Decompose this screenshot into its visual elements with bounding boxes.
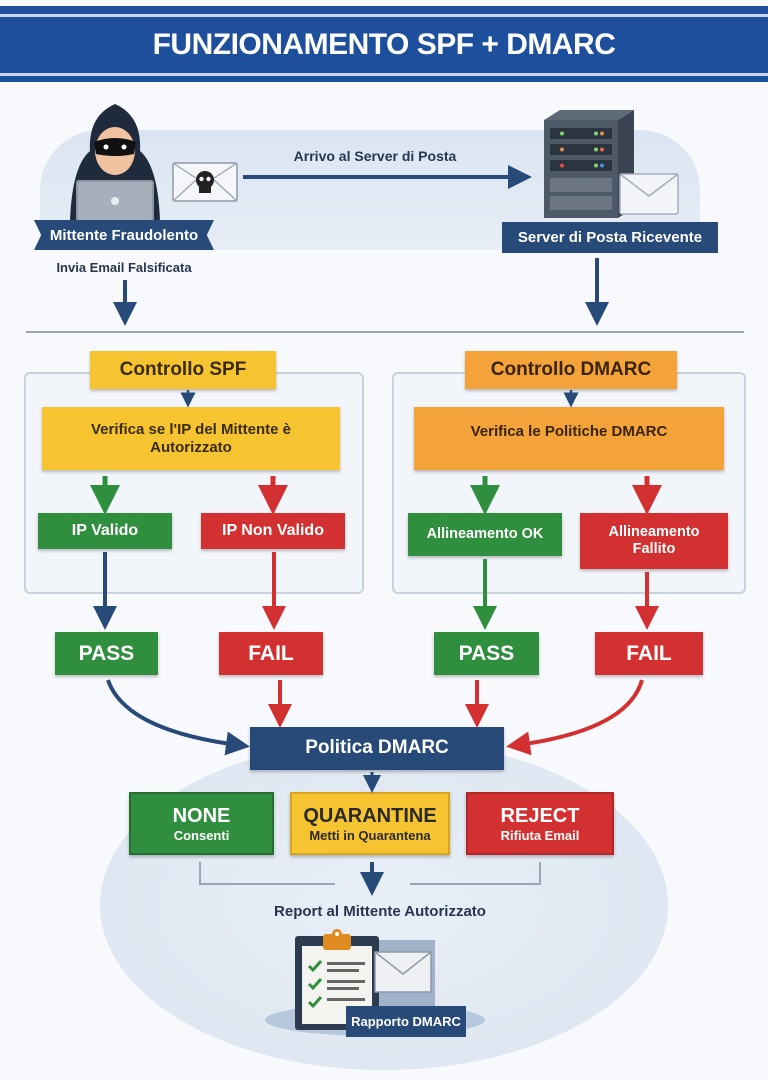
policy-quarantine-title: QUARANTINE	[303, 804, 437, 827]
policy-reject-subtitle: Rifiuta Email	[500, 827, 580, 843]
spf-header: Controllo SPF	[90, 351, 276, 389]
sender-label: Mittente Fraudolento	[49, 226, 199, 244]
spf-invalid-label: IP Non Valido	[222, 522, 324, 540]
server-label: Server di Posta Ricevente	[517, 229, 703, 246]
sender-ribbon: Mittente Fraudolento	[34, 220, 214, 250]
server-icon	[544, 110, 679, 218]
policy-none-title: NONE	[172, 804, 231, 827]
dmarc-ok-label: Allineamento OK	[426, 525, 544, 542]
page-title: FUNZIONAMENTO SPF + DMARC	[152, 28, 616, 61]
policy-reject-title: REJECT	[500, 804, 580, 827]
dmarc-ok-box: Allineamento OK	[408, 513, 562, 556]
spf-valid-label: IP Valido	[71, 522, 139, 540]
spf-check-label: Verifica se l'IP del Mittente è Autorizz…	[90, 420, 292, 456]
dmarc-failed-label: Allineamento Fallito	[608, 523, 700, 557]
dmarc-pass-box: PASS	[434, 632, 539, 675]
spf-header-label: Controllo SPF	[119, 358, 247, 380]
dmarc-pass-label: PASS	[458, 641, 515, 665]
report-label: Report al Mittente Autorizzato	[274, 903, 486, 920]
server-ribbon: Server di Posta Ricevente	[502, 222, 718, 253]
dmarc-header: Controllo DMARC	[465, 351, 677, 389]
dmarc-policy-label: Politica DMARC	[305, 737, 449, 759]
spf-fail-label: FAIL	[248, 641, 294, 665]
spf-fail-box: FAIL	[219, 632, 323, 675]
report-badge: Rapporto DMARC	[346, 1006, 466, 1037]
spf-check-box: Verifica se l'IP del Mittente è Autorizz…	[42, 407, 340, 470]
policy-quarantine-box: QUARANTINE Metti in Quarantena	[290, 792, 450, 855]
policy-none-box: NONE Consenti	[129, 792, 274, 855]
arrow-spf-pass-to-policy	[106, 679, 250, 756]
policy-quarantine-subtitle: Metti in Quarantena	[309, 827, 431, 843]
divider	[26, 331, 744, 333]
title-bar: FUNZIONAMENTO SPF + DMARC	[0, 14, 768, 76]
spf-invalid-box: IP Non Valido	[201, 513, 345, 549]
sender-action: Invia Email Falsificata	[56, 260, 192, 275]
dmarc-header-label: Controllo DMARC	[490, 358, 652, 380]
arrival-label: Arrivo al Server di Posta	[293, 148, 457, 164]
dmarc-fail-box: FAIL	[595, 632, 703, 675]
hacker-icon	[70, 104, 160, 222]
dmarc-policy-header: Politica DMARC	[250, 727, 504, 770]
policy-reject-box: REJECT Rifiuta Email	[466, 792, 614, 855]
dmarc-failed-box: Allineamento Fallito	[580, 513, 728, 569]
spf-pass-box: PASS	[55, 632, 158, 675]
policy-none-subtitle: Consenti	[173, 827, 230, 843]
report-badge-label: Rapporto DMARC	[351, 1014, 461, 1029]
spf-panel	[24, 372, 364, 594]
spf-valid-box: IP Valido	[38, 513, 172, 549]
dmarc-check-label: Verifica le Politiche DMARC	[470, 422, 668, 440]
dmarc-fail-label: FAIL	[626, 641, 672, 665]
dmarc-check-box: Verifica le Politiche DMARC	[414, 407, 724, 470]
arrow-dmarc-fail-to-policy	[506, 679, 644, 756]
malicious-email-icon	[172, 162, 238, 202]
spf-pass-label: PASS	[78, 641, 135, 665]
